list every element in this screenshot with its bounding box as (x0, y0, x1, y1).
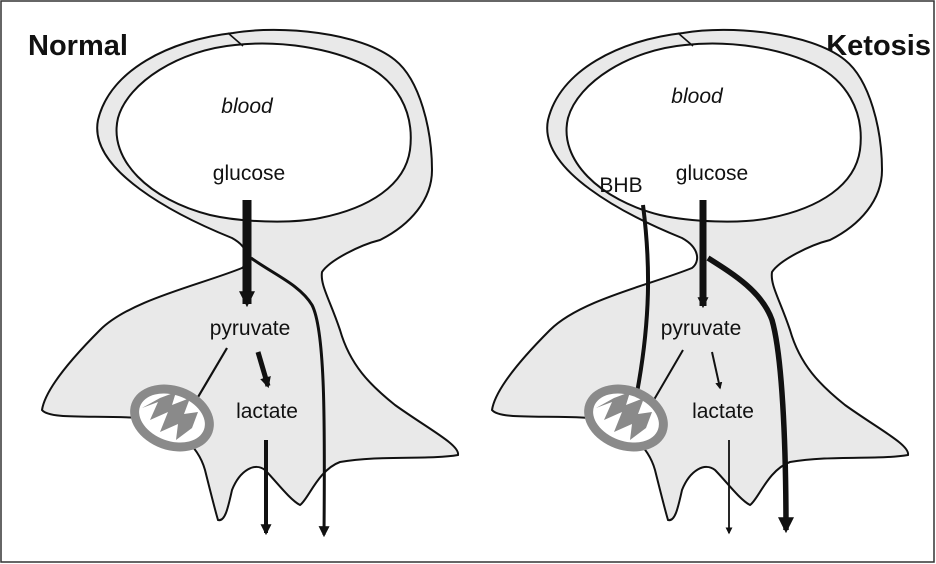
glucose-label-ketosis: glucose (676, 162, 748, 185)
blood-vessel-normal (117, 44, 411, 222)
panel-normal: Normal blood glucose pyruvate lactate (28, 30, 458, 535)
pyruvate-label-normal: pyruvate (210, 317, 291, 340)
glucose-label-normal: glucose (213, 162, 285, 185)
pyruvate-label-ketosis: pyruvate (661, 317, 742, 340)
blood-label-ketosis: blood (671, 85, 724, 108)
lactate-label-normal: lactate (236, 400, 298, 423)
panel-ketosis: Ketosis blood BHB glucose pyruvate lacta… (492, 30, 931, 533)
bhb-label: BHB (599, 174, 642, 197)
panel-title-normal: Normal (28, 30, 128, 62)
blood-label-normal: blood (221, 95, 274, 118)
lactate-label-ketosis: lactate (692, 400, 754, 423)
